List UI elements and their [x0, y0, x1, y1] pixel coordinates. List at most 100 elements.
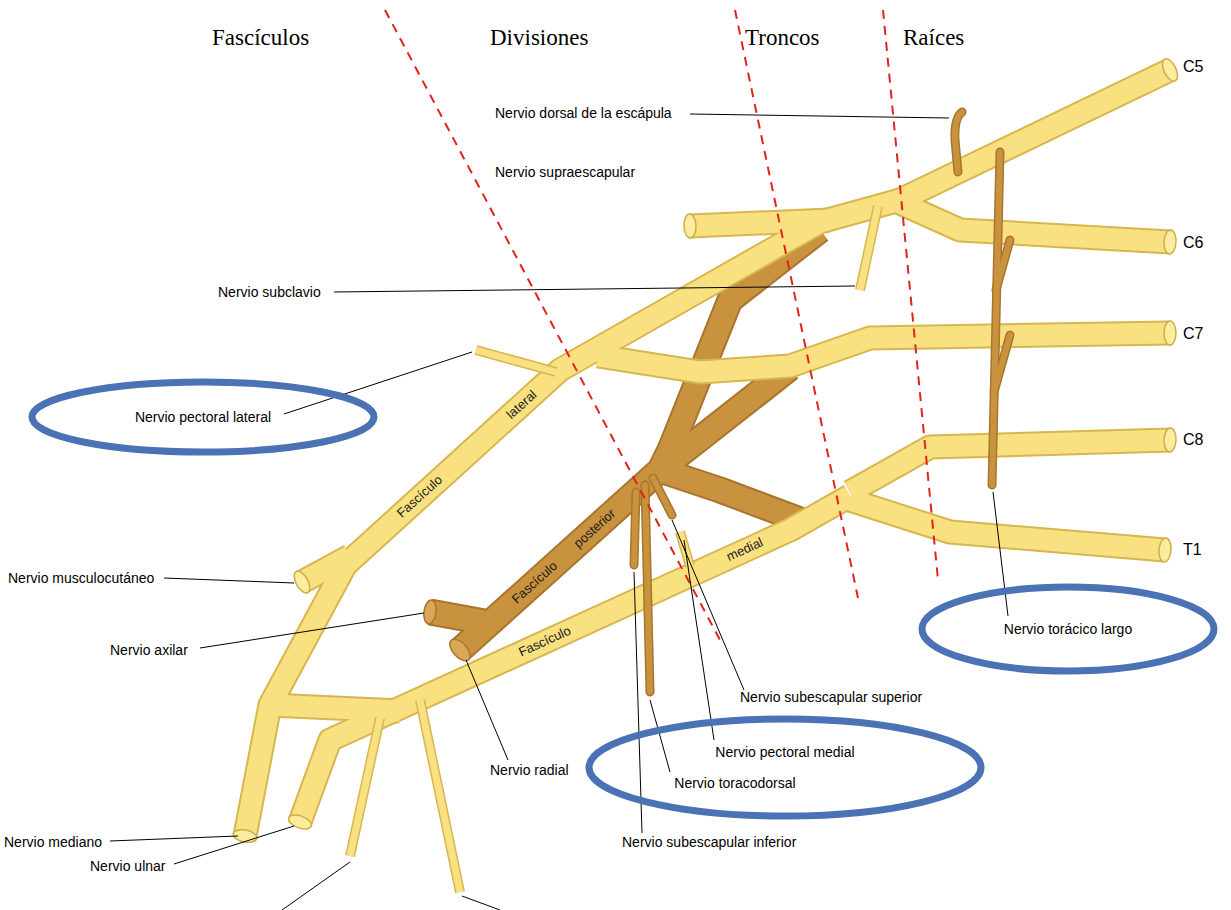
nerve [850, 440, 1170, 492]
oval-outline [589, 719, 981, 816]
root-label: T1 [1183, 541, 1202, 559]
cord-label: Fascículo [509, 559, 560, 607]
nerve-end [446, 636, 474, 665]
nerve [420, 700, 460, 892]
cord-label: medial [724, 535, 765, 564]
nerve-name: Nervio pectoral lateral [135, 409, 271, 425]
nerve-end [684, 214, 697, 238]
highlight-oval: Nervio torácico largo [918, 583, 1218, 675]
nerve [955, 112, 962, 172]
section-divider [385, 10, 938, 640]
nerve [955, 112, 962, 172]
nerve [860, 206, 878, 290]
nerve-end [1164, 321, 1176, 345]
nerve [270, 705, 400, 711]
nerve [598, 333, 1170, 372]
leader-line [690, 114, 949, 118]
leader-line [164, 578, 294, 583]
leader-line [110, 836, 238, 841]
column-heading: Divisiones [490, 25, 588, 51]
oval-outline [922, 587, 1214, 671]
nerve-end [291, 569, 313, 596]
nerve [660, 470, 800, 520]
nerve-name: Nervio dorsal de la escápula [495, 105, 672, 121]
nerve [653, 478, 672, 515]
nerve [350, 718, 380, 856]
nerve-name: Nervio pectoral medial [715, 744, 854, 760]
cord-label: Fascículo [517, 624, 574, 661]
nerve-name: Nervio ulnar [90, 858, 165, 874]
divider-line [735, 10, 858, 598]
nerve-end [287, 812, 314, 831]
nerve-name: Nervio subescapular inferior [622, 834, 796, 850]
nerve [850, 500, 1165, 550]
nerve [900, 70, 1170, 200]
nerve [850, 440, 1170, 492]
nerve [476, 350, 556, 372]
nerve-name: Nervio mediano [4, 834, 102, 850]
nerve [653, 478, 672, 515]
nerve [430, 612, 490, 623]
nerve-name: Nervio subclavio [218, 284, 321, 300]
leader-line [672, 520, 744, 690]
oval-outline [32, 382, 374, 452]
nerve [900, 203, 1170, 242]
nerve [992, 152, 1000, 485]
nerve-name: Nervio subescapular superior [740, 689, 922, 705]
column-heading: Troncos [745, 25, 820, 51]
nerve [420, 700, 460, 892]
nerve [476, 350, 556, 372]
leader-line [684, 540, 714, 740]
nerve-name: Nervio musculocutáneo [8, 570, 154, 586]
cord-label: Fascículo [394, 473, 445, 521]
nerve [300, 496, 850, 822]
nerve-end [1163, 230, 1176, 255]
leader-line [284, 352, 472, 414]
root-label: C7 [1183, 325, 1203, 343]
anterior-nerves [245, 70, 1170, 892]
nerve [900, 70, 1170, 200]
cord-label: posterior [571, 507, 619, 552]
nerve-name: Nervio supraescapular [495, 164, 635, 180]
nerve-name: Nervio toracodorsal [674, 775, 795, 791]
nerve-end [422, 599, 437, 624]
nerve-end [1158, 538, 1172, 563]
leader-line [993, 492, 1008, 616]
nerve-end [1159, 57, 1180, 84]
highlight-oval: Nervio pectoral medialNervio toracodorsa… [585, 715, 985, 820]
nerve [996, 240, 1010, 290]
column-heading: Fascículos [212, 25, 309, 51]
nerve [598, 333, 1170, 372]
nerve-cut-ends [232, 57, 1181, 845]
nerve [270, 705, 400, 711]
nerve [690, 220, 830, 226]
nerve [660, 470, 800, 520]
nerve [634, 492, 636, 565]
root-label: C5 [1183, 58, 1203, 76]
leader-line [200, 613, 424, 648]
nerve [690, 220, 830, 226]
nerve [850, 500, 1165, 550]
nerve [994, 335, 1010, 392]
leader-line [174, 826, 294, 864]
nerve [302, 556, 350, 582]
column-heading: Raíces [903, 25, 964, 51]
nerve [645, 485, 650, 692]
nerve [645, 485, 650, 692]
nerve [900, 203, 1170, 242]
highlight-oval: Nervio pectoral lateral [28, 378, 378, 456]
nerve-name: Nervio torácico largo [1004, 621, 1132, 637]
leader-line [282, 862, 350, 910]
leader-line [334, 286, 855, 292]
nerve [660, 368, 790, 470]
leader-line [650, 700, 670, 772]
nerve [992, 152, 1000, 485]
nerve-name: Nervio axilar [110, 642, 188, 658]
cord-label: lateral [504, 388, 540, 423]
nerve [634, 492, 636, 565]
oval-outline [585, 715, 985, 820]
nerve [860, 206, 878, 290]
root-label: C6 [1183, 234, 1203, 252]
